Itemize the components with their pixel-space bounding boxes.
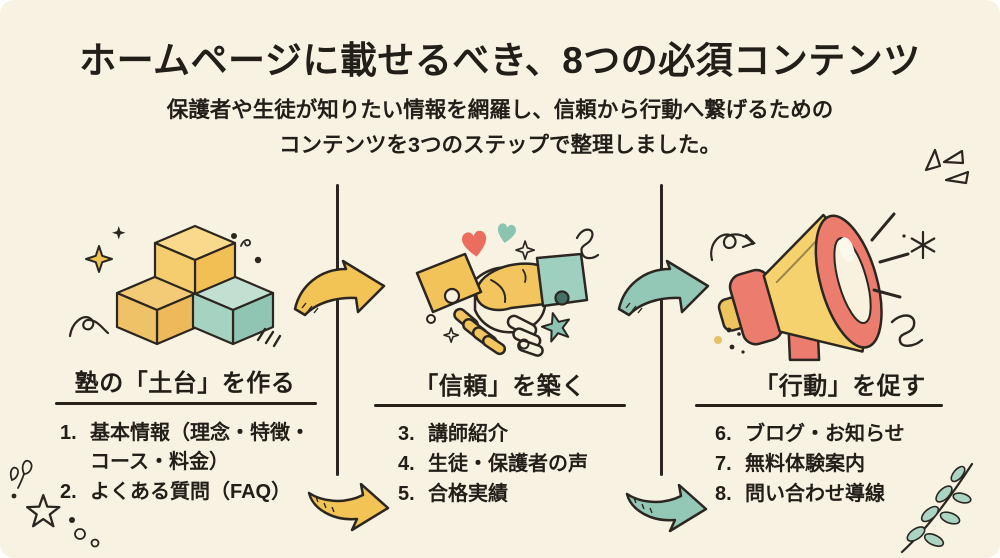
- item-text: 合格実績: [428, 483, 508, 505]
- list-item-8: 8. 問い合わせ導線: [715, 480, 955, 509]
- column2-list: 3. 講師紹介 4. 生徒・保護者の声 5. 合格実績: [398, 420, 628, 510]
- outline-star-icon: [26, 494, 61, 528]
- item-text: 無料体験案内: [745, 453, 865, 475]
- item-text: よくある質問（FAQ）: [90, 481, 292, 503]
- handshake-icon: [415, 252, 589, 357]
- sprout-doodle-icon: [9, 459, 33, 499]
- page-subtitle-line1: 保護者や生徒が知りたい情報を網羅し、信頼から行動へ繋げるための: [166, 98, 834, 122]
- item-text: 講師紹介: [428, 423, 508, 445]
- column-divider-2: [660, 184, 663, 476]
- item-text: 問い合わせ導線: [745, 483, 885, 505]
- page-subtitle-line2: コンテンツを3つのステップで整理しました。: [279, 133, 721, 157]
- list-item-2: 2. よくある質問（FAQ）: [60, 478, 315, 507]
- item-text: 生徒・保護者の声: [428, 453, 588, 475]
- item-text: ブログ・お知らせ: [745, 423, 905, 445]
- column3-list: 6. ブログ・お知らせ 7. 無料体験案内 8. 問い合わせ導線: [715, 420, 955, 510]
- list-item-7: 7. 無料体験案内: [715, 450, 955, 479]
- curved-arrow-step1-to-step2-icon: [293, 259, 386, 317]
- column1-underline: [55, 402, 317, 406]
- curved-arrow-bottom-right-icon: [625, 484, 708, 533]
- megaphone-icon: [717, 213, 883, 362]
- column3-underline: [695, 404, 943, 408]
- item-number: 1.: [60, 422, 77, 444]
- item-number: 8.: [715, 483, 732, 505]
- list-item-1: 1. 基本情報（理念・特徴・コース・料金）: [60, 419, 315, 477]
- building-blocks-icon: [115, 224, 275, 346]
- column2-underline: [374, 404, 626, 408]
- item-number: 2.: [60, 481, 77, 503]
- curved-arrow-bottom-left-icon: [307, 483, 390, 532]
- curved-arrow-step2-to-step3-icon: [617, 259, 710, 317]
- list-item-3: 3. 講師紹介: [398, 420, 628, 449]
- column1-list: 1. 基本情報（理念・特徴・コース・料金） 2. よくある質問（FAQ）: [60, 419, 315, 508]
- item-number: 6.: [715, 423, 732, 445]
- page-title: ホームページに載せるべき、8つの必須コンテンツ: [79, 40, 921, 81]
- list-item-4: 4. 生徒・保護者の声: [398, 450, 628, 479]
- column1-header: 塾の「土台」を作る: [74, 370, 296, 397]
- confetti-dots-icon: [69, 517, 100, 548]
- list-item-5: 5. 合格実績: [398, 480, 628, 509]
- item-text: 基本情報（理念・特徴・コース・料金）: [90, 422, 310, 473]
- column3-header: 「行動」を促す: [754, 373, 926, 400]
- item-number: 4.: [398, 453, 415, 475]
- item-number: 7.: [715, 453, 732, 475]
- column-divider-1: [336, 184, 339, 476]
- item-number: 5.: [398, 483, 415, 505]
- item-number: 3.: [398, 423, 415, 445]
- column2-header: 「信頼」を築く: [414, 373, 586, 400]
- list-item-6: 6. ブログ・お知らせ: [715, 420, 955, 449]
